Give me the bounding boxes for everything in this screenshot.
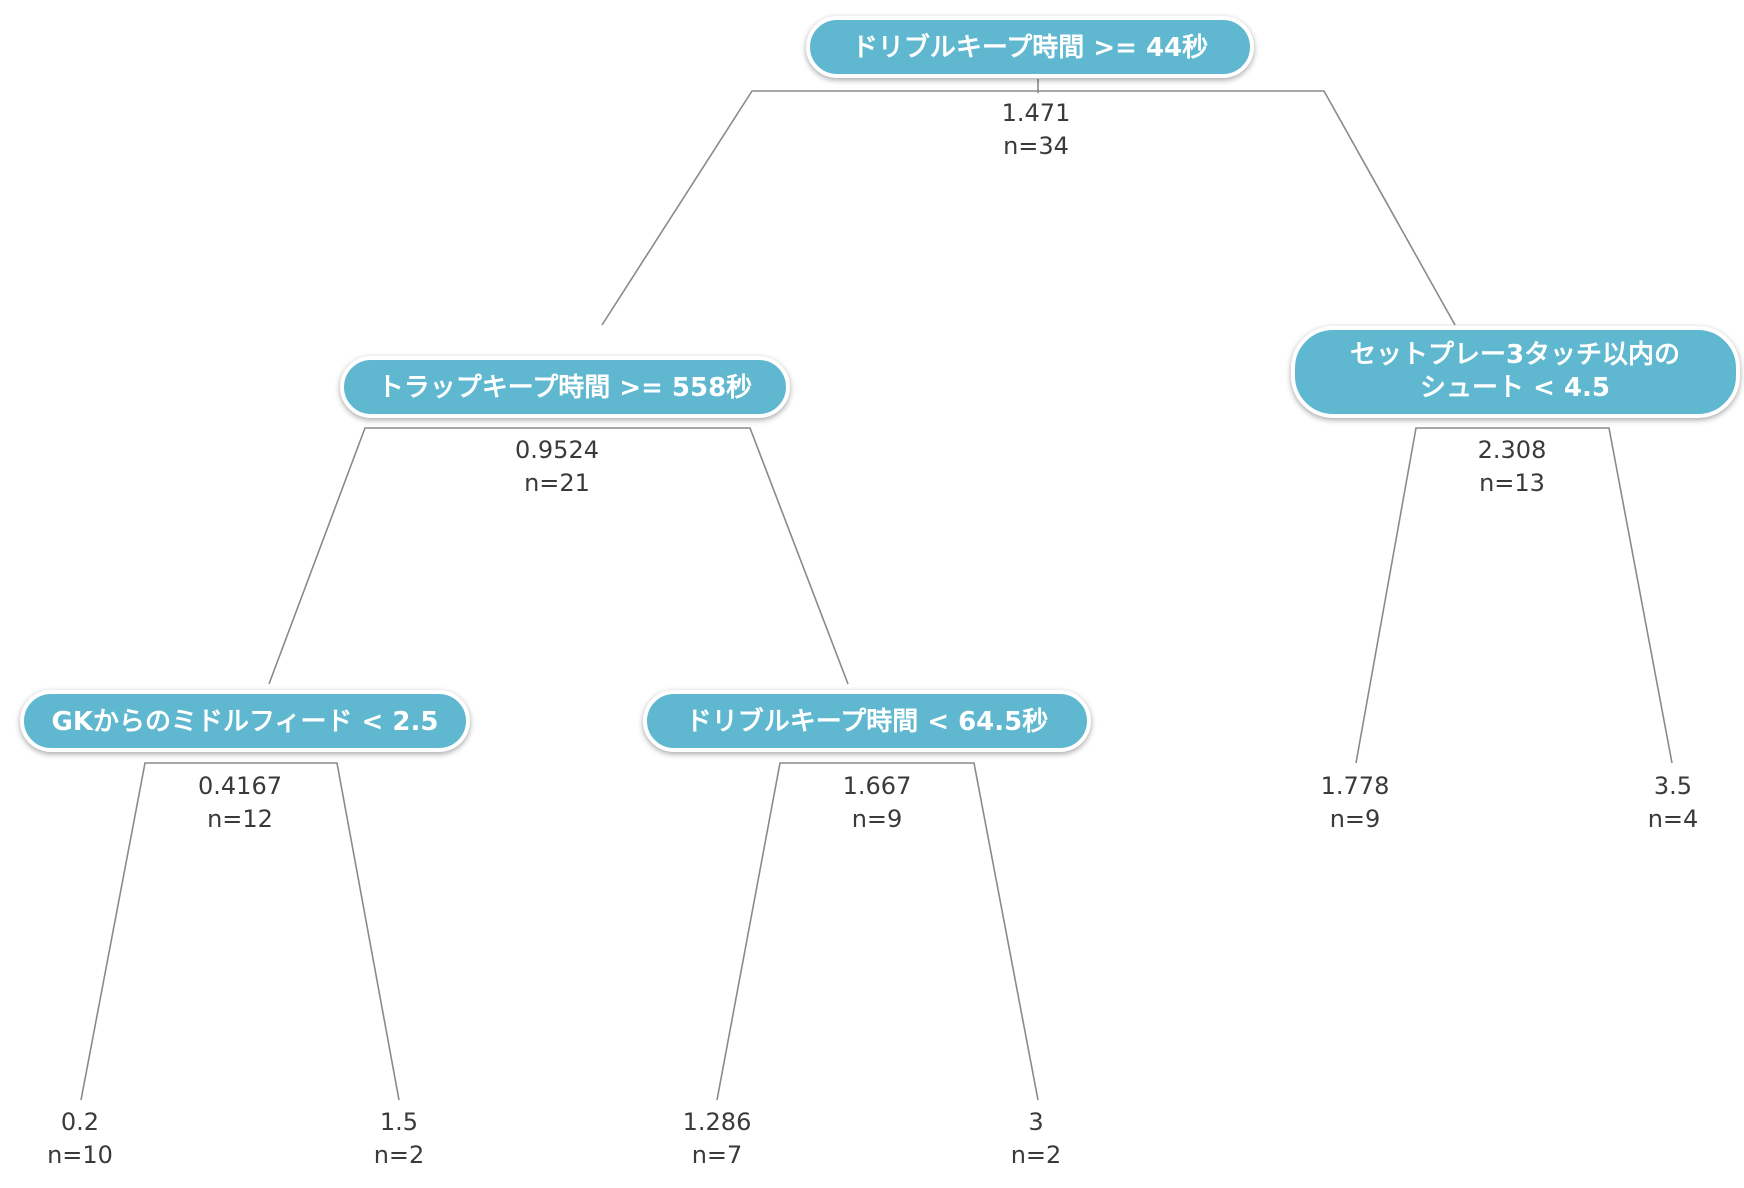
split-node-left[interactable]: トラップキープ時間 >= 558秒 xyxy=(340,356,790,418)
edge-left-right xyxy=(716,762,1039,1101)
tree-edges xyxy=(80,79,1673,1101)
node-mean-left-left: 0.4167 xyxy=(198,772,282,800)
split-label-root: ドリブルキープ時間 >= 44秒 xyxy=(852,32,1208,63)
leaf-mean: 3.5 xyxy=(1654,772,1692,800)
split-label-right-line2: シュート < 4.5 xyxy=(1420,373,1610,403)
node-n-root: n=34 xyxy=(1003,132,1069,160)
edge-right xyxy=(1355,427,1673,764)
edge-left xyxy=(268,427,849,685)
split-box-left-right xyxy=(643,690,1091,752)
leaf-mean: 0.2 xyxy=(61,1108,99,1136)
split-box-right xyxy=(1291,326,1740,418)
leaf-node: 3.5 n=4 xyxy=(1648,772,1699,833)
leaf-mean: 1.286 xyxy=(683,1108,752,1136)
edge-left-left xyxy=(80,762,400,1101)
leaf-n: n=9 xyxy=(1330,805,1381,833)
leaf-node: 1.778 n=9 xyxy=(1321,772,1390,833)
node-mean-root: 1.471 xyxy=(1002,99,1071,127)
split-box-left-left xyxy=(20,690,470,752)
leaf-node: 1.5 n=2 xyxy=(374,1108,425,1169)
split-label-right-line1: セットプレー3タッチ以内の xyxy=(1350,340,1680,370)
node-n-left-right: n=9 xyxy=(852,805,903,833)
leaf-mean: 3 xyxy=(1028,1108,1043,1136)
leaf-n: n=2 xyxy=(1011,1141,1062,1169)
split-label-left-right: ドリブルキープ時間 < 64.5秒 xyxy=(686,706,1048,737)
node-n-left-left: n=12 xyxy=(207,805,273,833)
split-label-left-left: GKからのミドルフィード < 2.5 xyxy=(52,707,439,737)
leaf-node: 0.2 n=10 xyxy=(47,1108,113,1169)
split-box-root xyxy=(806,16,1254,78)
leaf-mean: 1.778 xyxy=(1321,772,1390,800)
leaf-n: n=10 xyxy=(47,1141,113,1169)
split-node-left-right[interactable]: ドリブルキープ時間 < 64.5秒 xyxy=(643,690,1091,752)
split-box-left xyxy=(340,356,790,418)
leaf-mean: 1.5 xyxy=(380,1108,418,1136)
leaf-n: n=2 xyxy=(374,1141,425,1169)
node-mean-left: 0.9524 xyxy=(515,436,599,464)
split-node-left-left[interactable]: GKからのミドルフィード < 2.5 xyxy=(20,690,470,752)
node-n-right: n=13 xyxy=(1479,469,1545,497)
split-label-left: トラップキープ時間 >= 558秒 xyxy=(378,373,752,403)
leaf-n: n=7 xyxy=(692,1141,743,1169)
leaf-node: 1.286 n=7 xyxy=(683,1108,752,1169)
split-node-right[interactable]: セットプレー3タッチ以内の シュート < 4.5 xyxy=(1291,326,1740,418)
leaf-node: 3 n=2 xyxy=(1011,1108,1062,1169)
node-mean-left-right: 1.667 xyxy=(843,772,912,800)
node-n-left: n=21 xyxy=(524,469,590,497)
node-mean-right: 2.308 xyxy=(1478,436,1547,464)
leaf-n: n=4 xyxy=(1648,805,1699,833)
split-node-root[interactable]: ドリブルキープ時間 >= 44秒 xyxy=(806,16,1254,78)
